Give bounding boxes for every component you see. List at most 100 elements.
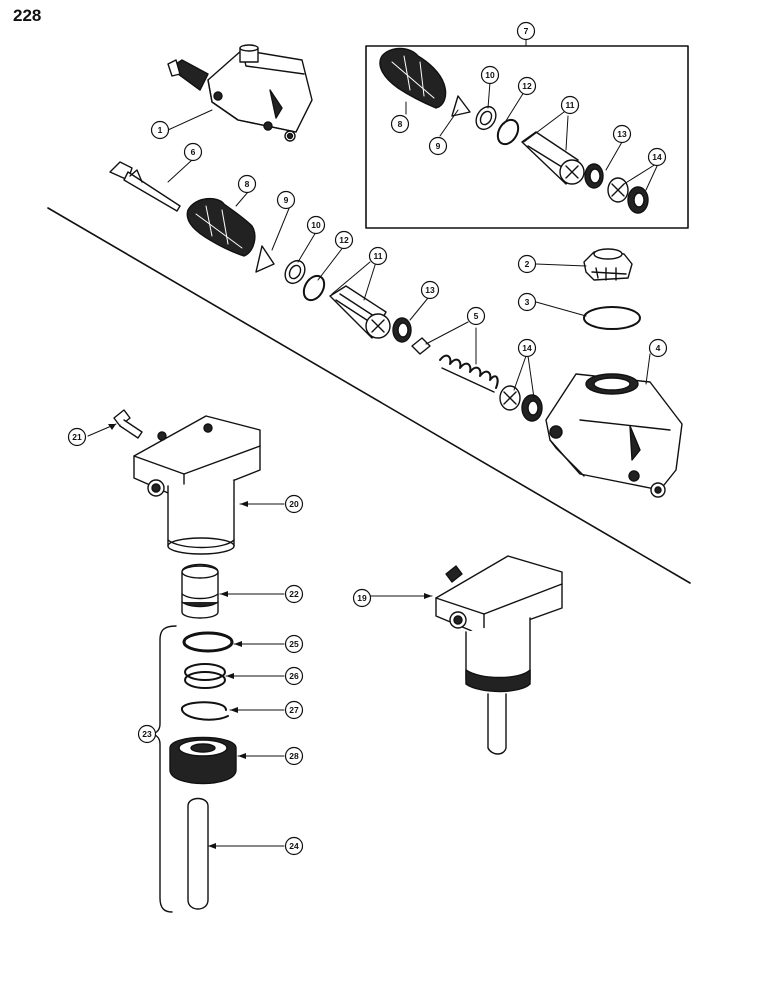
callout-circle: [284, 700, 304, 720]
callout-circle: [284, 746, 304, 766]
callout-label: 1: [158, 125, 163, 135]
callout-label: 2: [525, 259, 530, 269]
o-ring-lower: [302, 274, 326, 302]
callout-c12b: 12: [517, 76, 537, 96]
callout-c8b: 8: [390, 114, 410, 134]
callout-label: 6: [191, 147, 196, 157]
rubber-boot-upper: [379, 47, 447, 109]
callout-c27: 27: [284, 700, 304, 720]
callout-c24: 24: [284, 836, 304, 856]
callout-circle: [420, 280, 440, 300]
callout-label: 11: [566, 100, 575, 110]
callout-circle: [276, 190, 296, 210]
leader-arrows: [108, 424, 432, 849]
callout-c1: 1: [150, 120, 170, 140]
spring-washer-26: [184, 663, 226, 689]
callout-label: 7: [524, 26, 529, 36]
callout-circle: [648, 338, 668, 358]
snap-ring-27: [181, 701, 229, 721]
callout-label: 13: [617, 129, 627, 139]
push-rod: [109, 161, 181, 212]
callout-c9b: 9: [428, 136, 448, 156]
callout-c13a: 13: [420, 280, 440, 300]
callout-circle: [67, 427, 87, 447]
callout-circle: [137, 724, 157, 744]
o-ring-upper: [496, 118, 520, 146]
callout-label: 9: [436, 141, 441, 151]
callout-label: 12: [522, 81, 532, 91]
callout-circle: [334, 230, 354, 250]
callout-circle: [284, 634, 304, 654]
callout-label: 12: [339, 235, 349, 245]
slave-cylinder: [133, 415, 261, 555]
callout-c9a: 9: [276, 190, 296, 210]
washer-upper: [475, 105, 497, 131]
callout-circle: [647, 147, 667, 167]
page-number: 228: [13, 6, 42, 25]
callout-circle: [480, 65, 500, 85]
piston-lower: [329, 285, 391, 339]
callout-group: 1234567891011121314891011121314192021222…: [67, 21, 668, 856]
callout-c4: 4: [648, 338, 668, 358]
callout-label: 24: [289, 841, 299, 851]
callout-label: 22: [289, 589, 299, 599]
master-cylinder-body: [545, 373, 683, 498]
filler-cap: [583, 248, 633, 281]
callout-c5: 5: [466, 306, 486, 326]
callout-c23: 23: [137, 724, 157, 744]
callout-label: 14: [522, 343, 532, 353]
retainer-lower: [255, 245, 275, 273]
callout-label: 21: [72, 432, 82, 442]
leader-lines: [87, 37, 659, 847]
callout-c21: 21: [67, 427, 87, 447]
callout-c12a: 12: [334, 230, 354, 250]
ring-25: [182, 631, 234, 653]
callout-circle: [517, 338, 537, 358]
callout-circle: [284, 666, 304, 686]
callout-circle: [237, 174, 257, 194]
callout-label: 23: [142, 729, 152, 739]
callout-c7: 7: [516, 21, 536, 41]
callout-label: 27: [289, 705, 299, 715]
callout-circle: [368, 246, 388, 266]
callout-c6: 6: [183, 142, 203, 162]
callout-c28: 28: [284, 746, 304, 766]
callout-c3: 3: [517, 292, 537, 312]
bleeder-screw: [113, 409, 143, 439]
callout-c14a: 14: [517, 338, 537, 358]
slave-piston: [181, 563, 219, 619]
callout-c14b: 14: [647, 147, 667, 167]
callout-c8a: 8: [237, 174, 257, 194]
callout-circle: [517, 76, 537, 96]
callout-c11a: 11: [368, 246, 388, 266]
piston-upper: [521, 131, 585, 185]
callout-circle: [560, 95, 580, 115]
callout-label: 4: [656, 343, 661, 353]
callout-label: 26: [289, 671, 299, 681]
callout-label: 10: [485, 70, 495, 80]
callout-circle: [183, 142, 203, 162]
callout-c19: 19: [352, 588, 372, 608]
callout-label: 8: [398, 119, 403, 129]
seal-upper: [584, 163, 604, 189]
callout-c22: 22: [284, 584, 304, 604]
callout-circle: [517, 292, 537, 312]
callout-label: 28: [289, 751, 299, 761]
callout-circle: [390, 114, 410, 134]
callout-circle: [150, 120, 170, 140]
spring-assembly: [411, 337, 499, 393]
cap-gasket: [583, 306, 641, 330]
callout-circle: [428, 136, 448, 156]
callout-label: 13: [425, 285, 435, 295]
callout-label: 9: [284, 195, 289, 205]
callout-circle: [517, 254, 537, 274]
retainer-upper: [451, 95, 471, 117]
inset-kit-box: [365, 45, 689, 229]
callout-circle: [284, 494, 304, 514]
callout-circle: [466, 306, 486, 326]
callout-circle: [284, 836, 304, 856]
check-valve-upper: [607, 177, 649, 214]
callout-c11b: 11: [560, 95, 580, 115]
callout-c26: 26: [284, 666, 304, 686]
boot-seal-28: [169, 736, 237, 785]
